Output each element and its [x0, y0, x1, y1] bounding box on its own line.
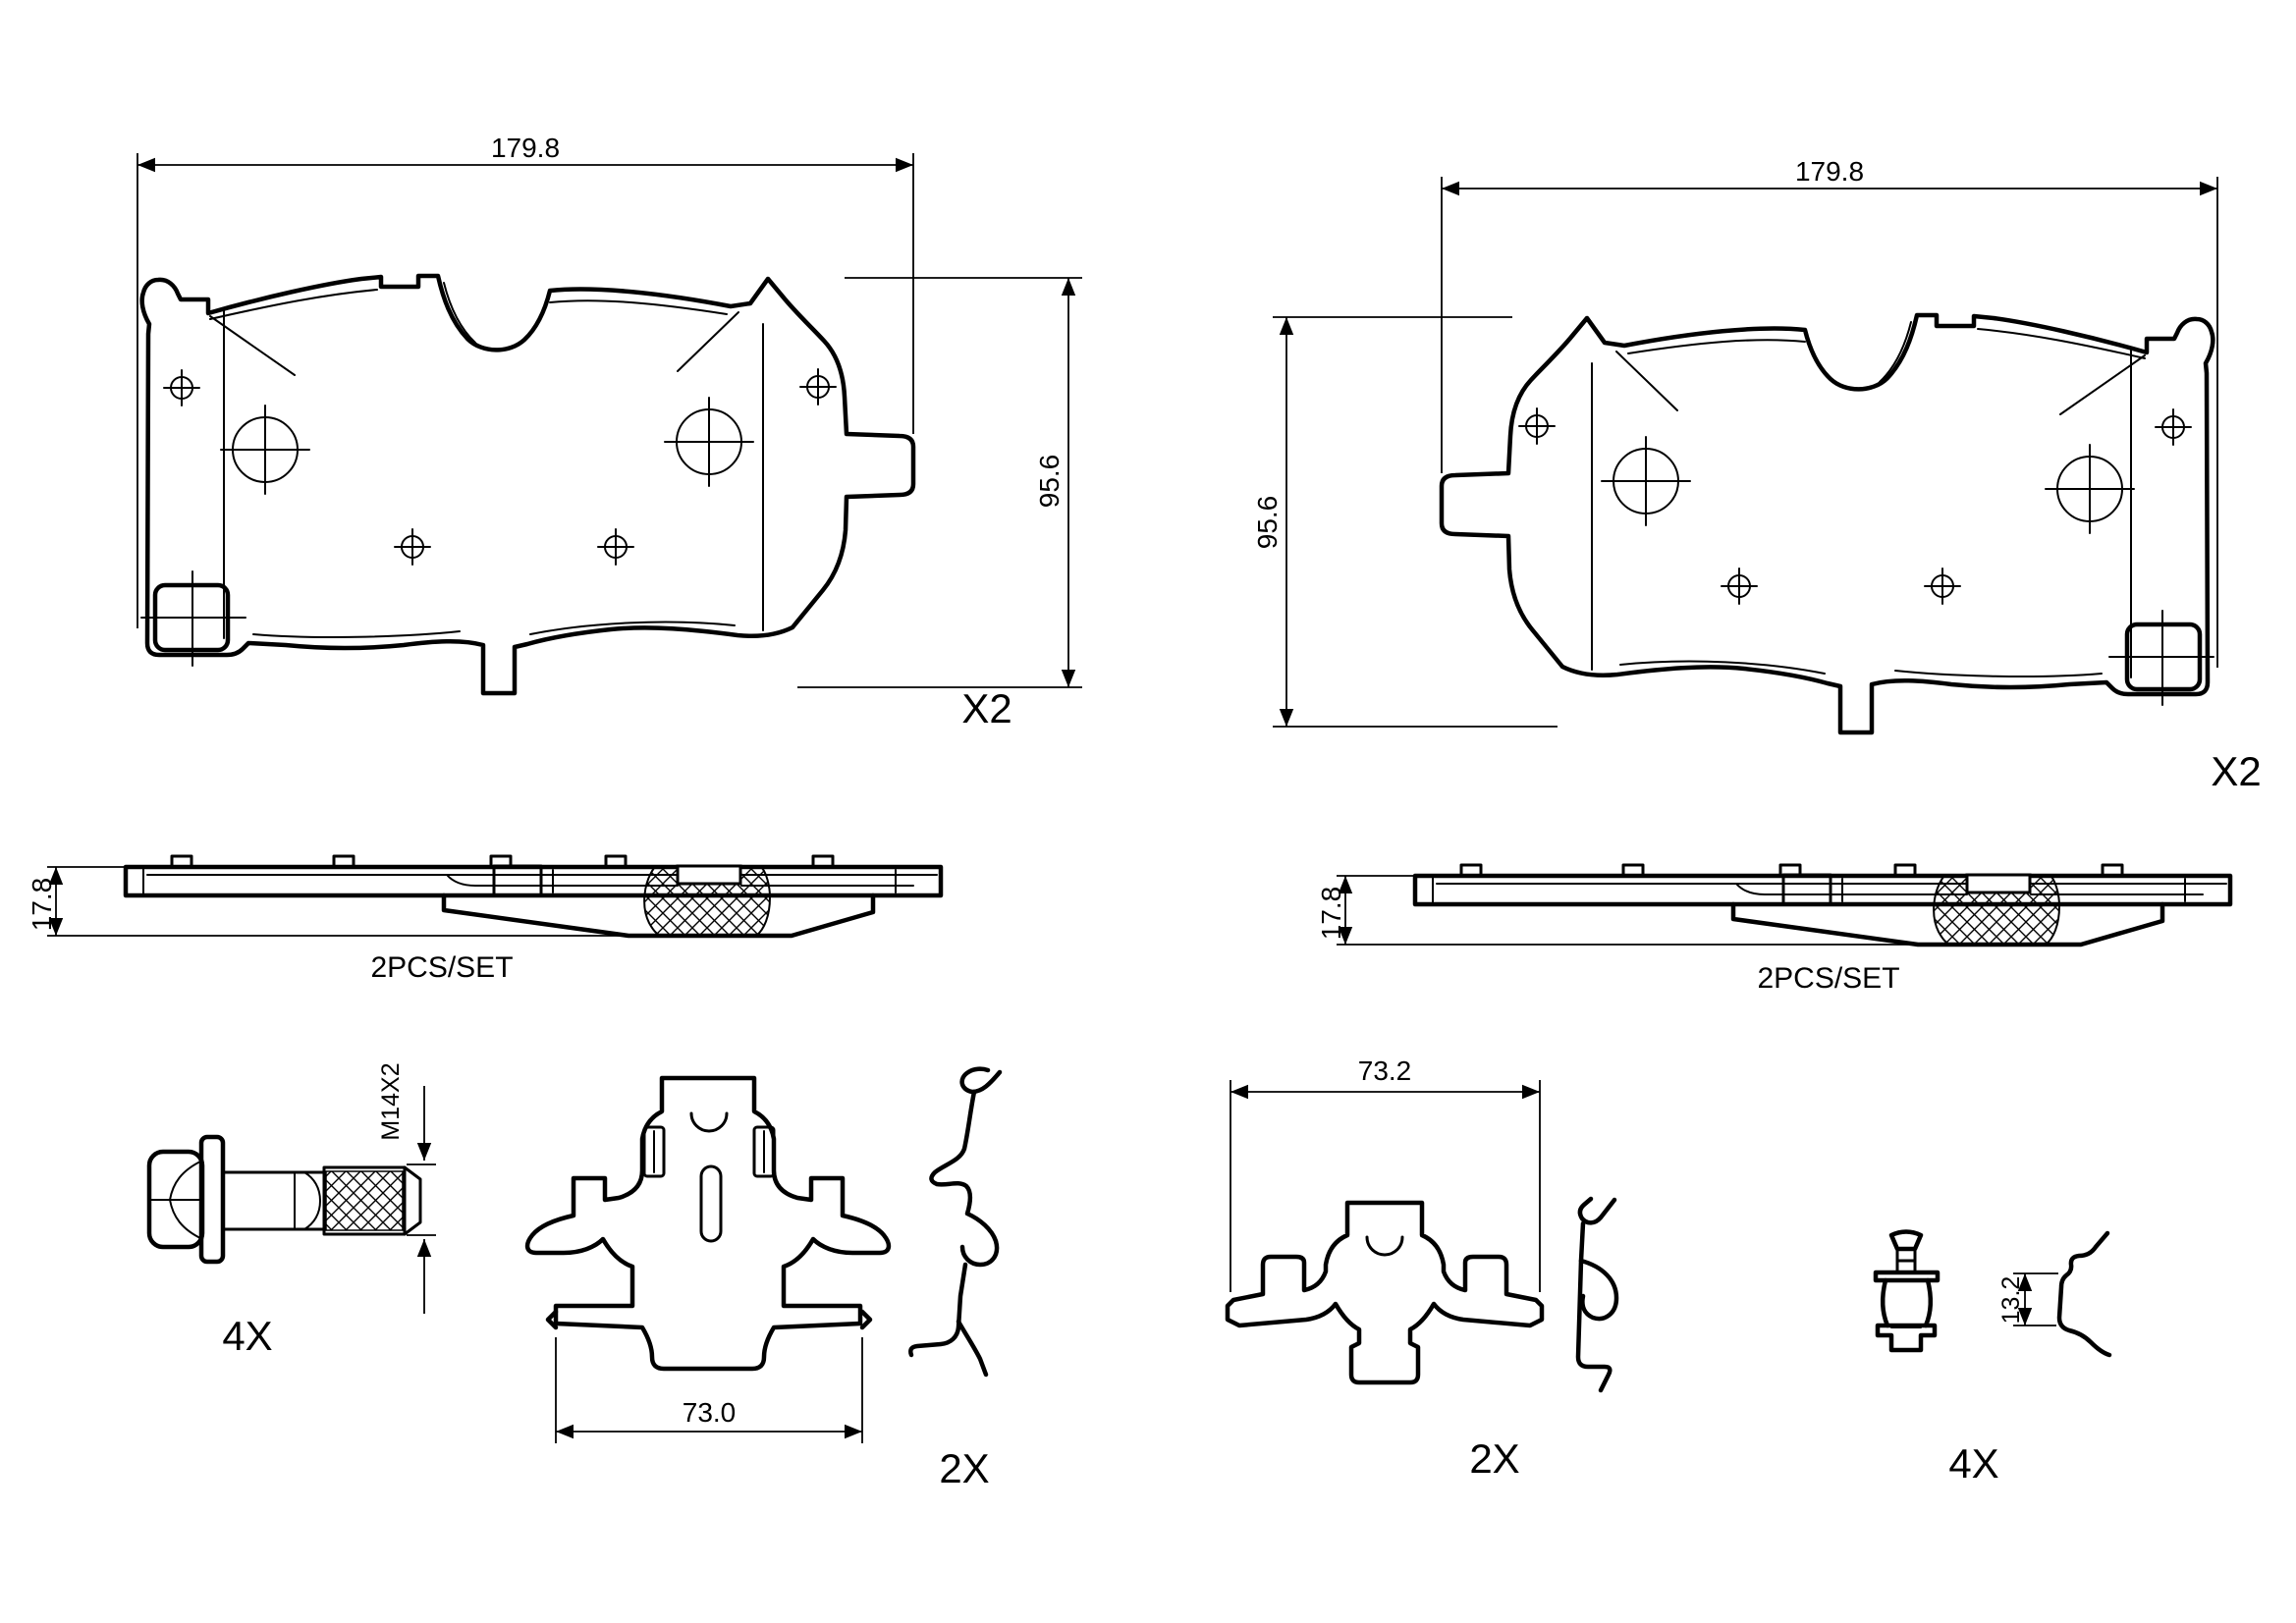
- dim-height-right: 95.6: [1252, 496, 1283, 550]
- pad-front-view-left: 179.8 95.6 X2: [137, 133, 1082, 731]
- dim-width-right: 179.8: [1795, 156, 1864, 187]
- qty-pads-left: X2: [961, 685, 1011, 731]
- qty-clip-b: 2X: [1469, 1435, 1519, 1482]
- clip-a-dimension: [555, 1337, 863, 1443]
- pin-clip-height-label: 13.2: [1997, 1276, 2025, 1325]
- dim-height-left: 95.6: [1034, 455, 1065, 509]
- dimension-lines-right-pad: [1273, 177, 2218, 728]
- dim-width-left: 179.8: [491, 133, 560, 163]
- clip-a-width-label: 73.0: [683, 1397, 737, 1428]
- retainer-clip-a: 73.0 2X: [524, 1075, 990, 1491]
- retainer-clip-b: 73.2 2X: [1225, 1055, 1545, 1482]
- clip-b-dimension: [1230, 1080, 1541, 1292]
- wire-spring-clip-right: [1575, 1196, 1619, 1393]
- set-label-left: 2PCS/SET: [370, 951, 513, 984]
- qty-pin-clip: 4X: [1948, 1440, 1998, 1487]
- qty-bolt: 4X: [222, 1313, 272, 1359]
- pad-side-view-left: 17.8 2PCS/SET: [27, 856, 941, 984]
- clip-b-width-label: 73.2: [1358, 1055, 1412, 1086]
- qty-pads-right: X2: [2211, 748, 2261, 794]
- guide-bolt: M14X2 4X: [146, 1062, 436, 1359]
- wire-spring-clip-left: [908, 1066, 1003, 1378]
- dim-thickness-right: 17.8: [1316, 887, 1346, 941]
- pin-clip-dimension: [2013, 1272, 2058, 1326]
- pad-pin: [1873, 1229, 1941, 1353]
- bolt-thread-label: M14X2: [377, 1062, 405, 1140]
- set-label-right: 2PCS/SET: [1757, 962, 1899, 995]
- pad-front-view-right: 179.8 95.6 X2: [1252, 156, 2262, 794]
- bolt-thread-dimension: [407, 1086, 436, 1314]
- pad-side-view-right: 17.8 2PCS/SET: [1316, 865, 2230, 995]
- qty-clip-a: 2X: [939, 1445, 989, 1491]
- pin-retaining-clip: 13.2 4X: [1948, 1230, 2112, 1487]
- dim-thickness-left: 17.8: [27, 878, 57, 932]
- dimension-lines-left-pad: [137, 153, 1082, 688]
